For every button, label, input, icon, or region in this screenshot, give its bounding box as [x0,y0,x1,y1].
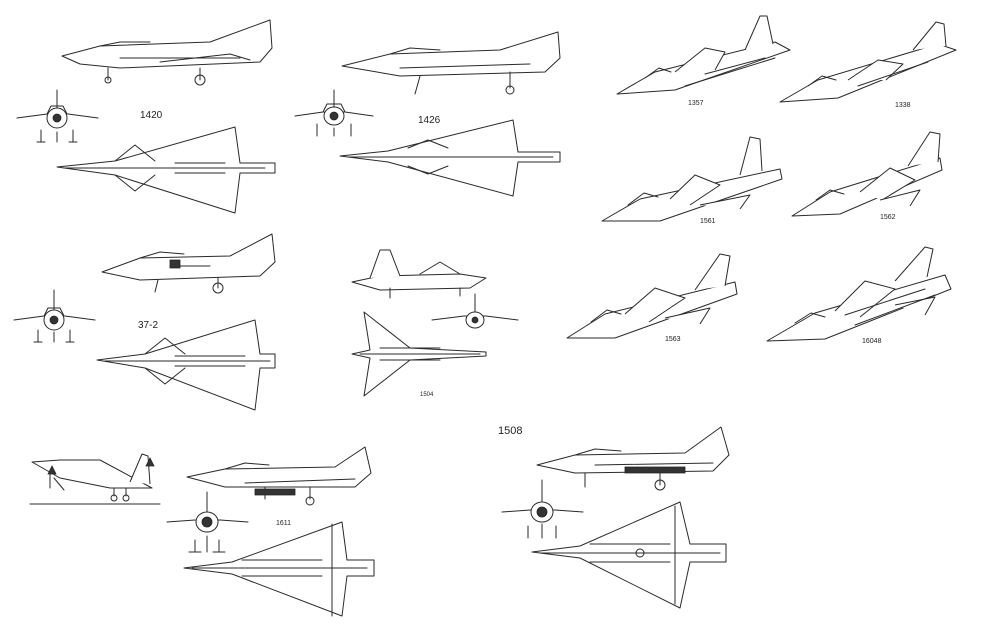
aircraft-16048 [765,245,955,345]
label-1504: 1504 [420,392,434,398]
aircraft-1420-top-view [55,125,280,215]
label-1562: 1562 [880,214,896,221]
label-1561: 1561 [700,218,716,225]
aircraft-1426-front-view [293,88,375,143]
label-37-2: 37-2 [138,320,159,331]
aircraft-1426-side-view [340,28,565,98]
aircraft-1420-side-view [60,18,280,88]
aircraft-1504-top-view [350,310,490,398]
label-16048: 16048 [862,338,882,345]
aircraft-1611-front-view [165,490,250,555]
aircraft-37-2-top-view [95,318,280,413]
aircraft-37-2-front-view [12,288,97,346]
aircraft-1508-side-view [535,425,735,493]
aircraft-1504-front-view [430,292,520,337]
label-1508: 1508 [498,425,523,437]
aircraft-1611-side-view [185,445,375,510]
aircraft-1562 [790,130,945,220]
aircraft-1563 [565,252,740,342]
label-1357: 1357 [688,100,704,107]
label-1611: 1611 [276,520,292,527]
aircraft-37-2-side-view [100,232,280,297]
aircraft-1611-top-view [182,520,377,620]
aircraft-1357 [615,14,795,99]
aircraft-1508-top-view [530,500,730,610]
aircraft-1338 [778,20,958,106]
aircraft-1561 [600,135,785,225]
aircraft-1426-top-view [338,118,563,198]
aircraft-vtol-sketch [30,448,160,508]
label-1426: 1426 [418,115,441,126]
label-1420: 1420 [140,110,163,121]
label-1563: 1563 [665,336,681,343]
label-1338: 1338 [895,102,911,109]
aircraft-1508-front-view [500,478,585,543]
aircraft-1420-front-view [15,88,100,148]
aircraft-1504-side-view [350,248,490,303]
